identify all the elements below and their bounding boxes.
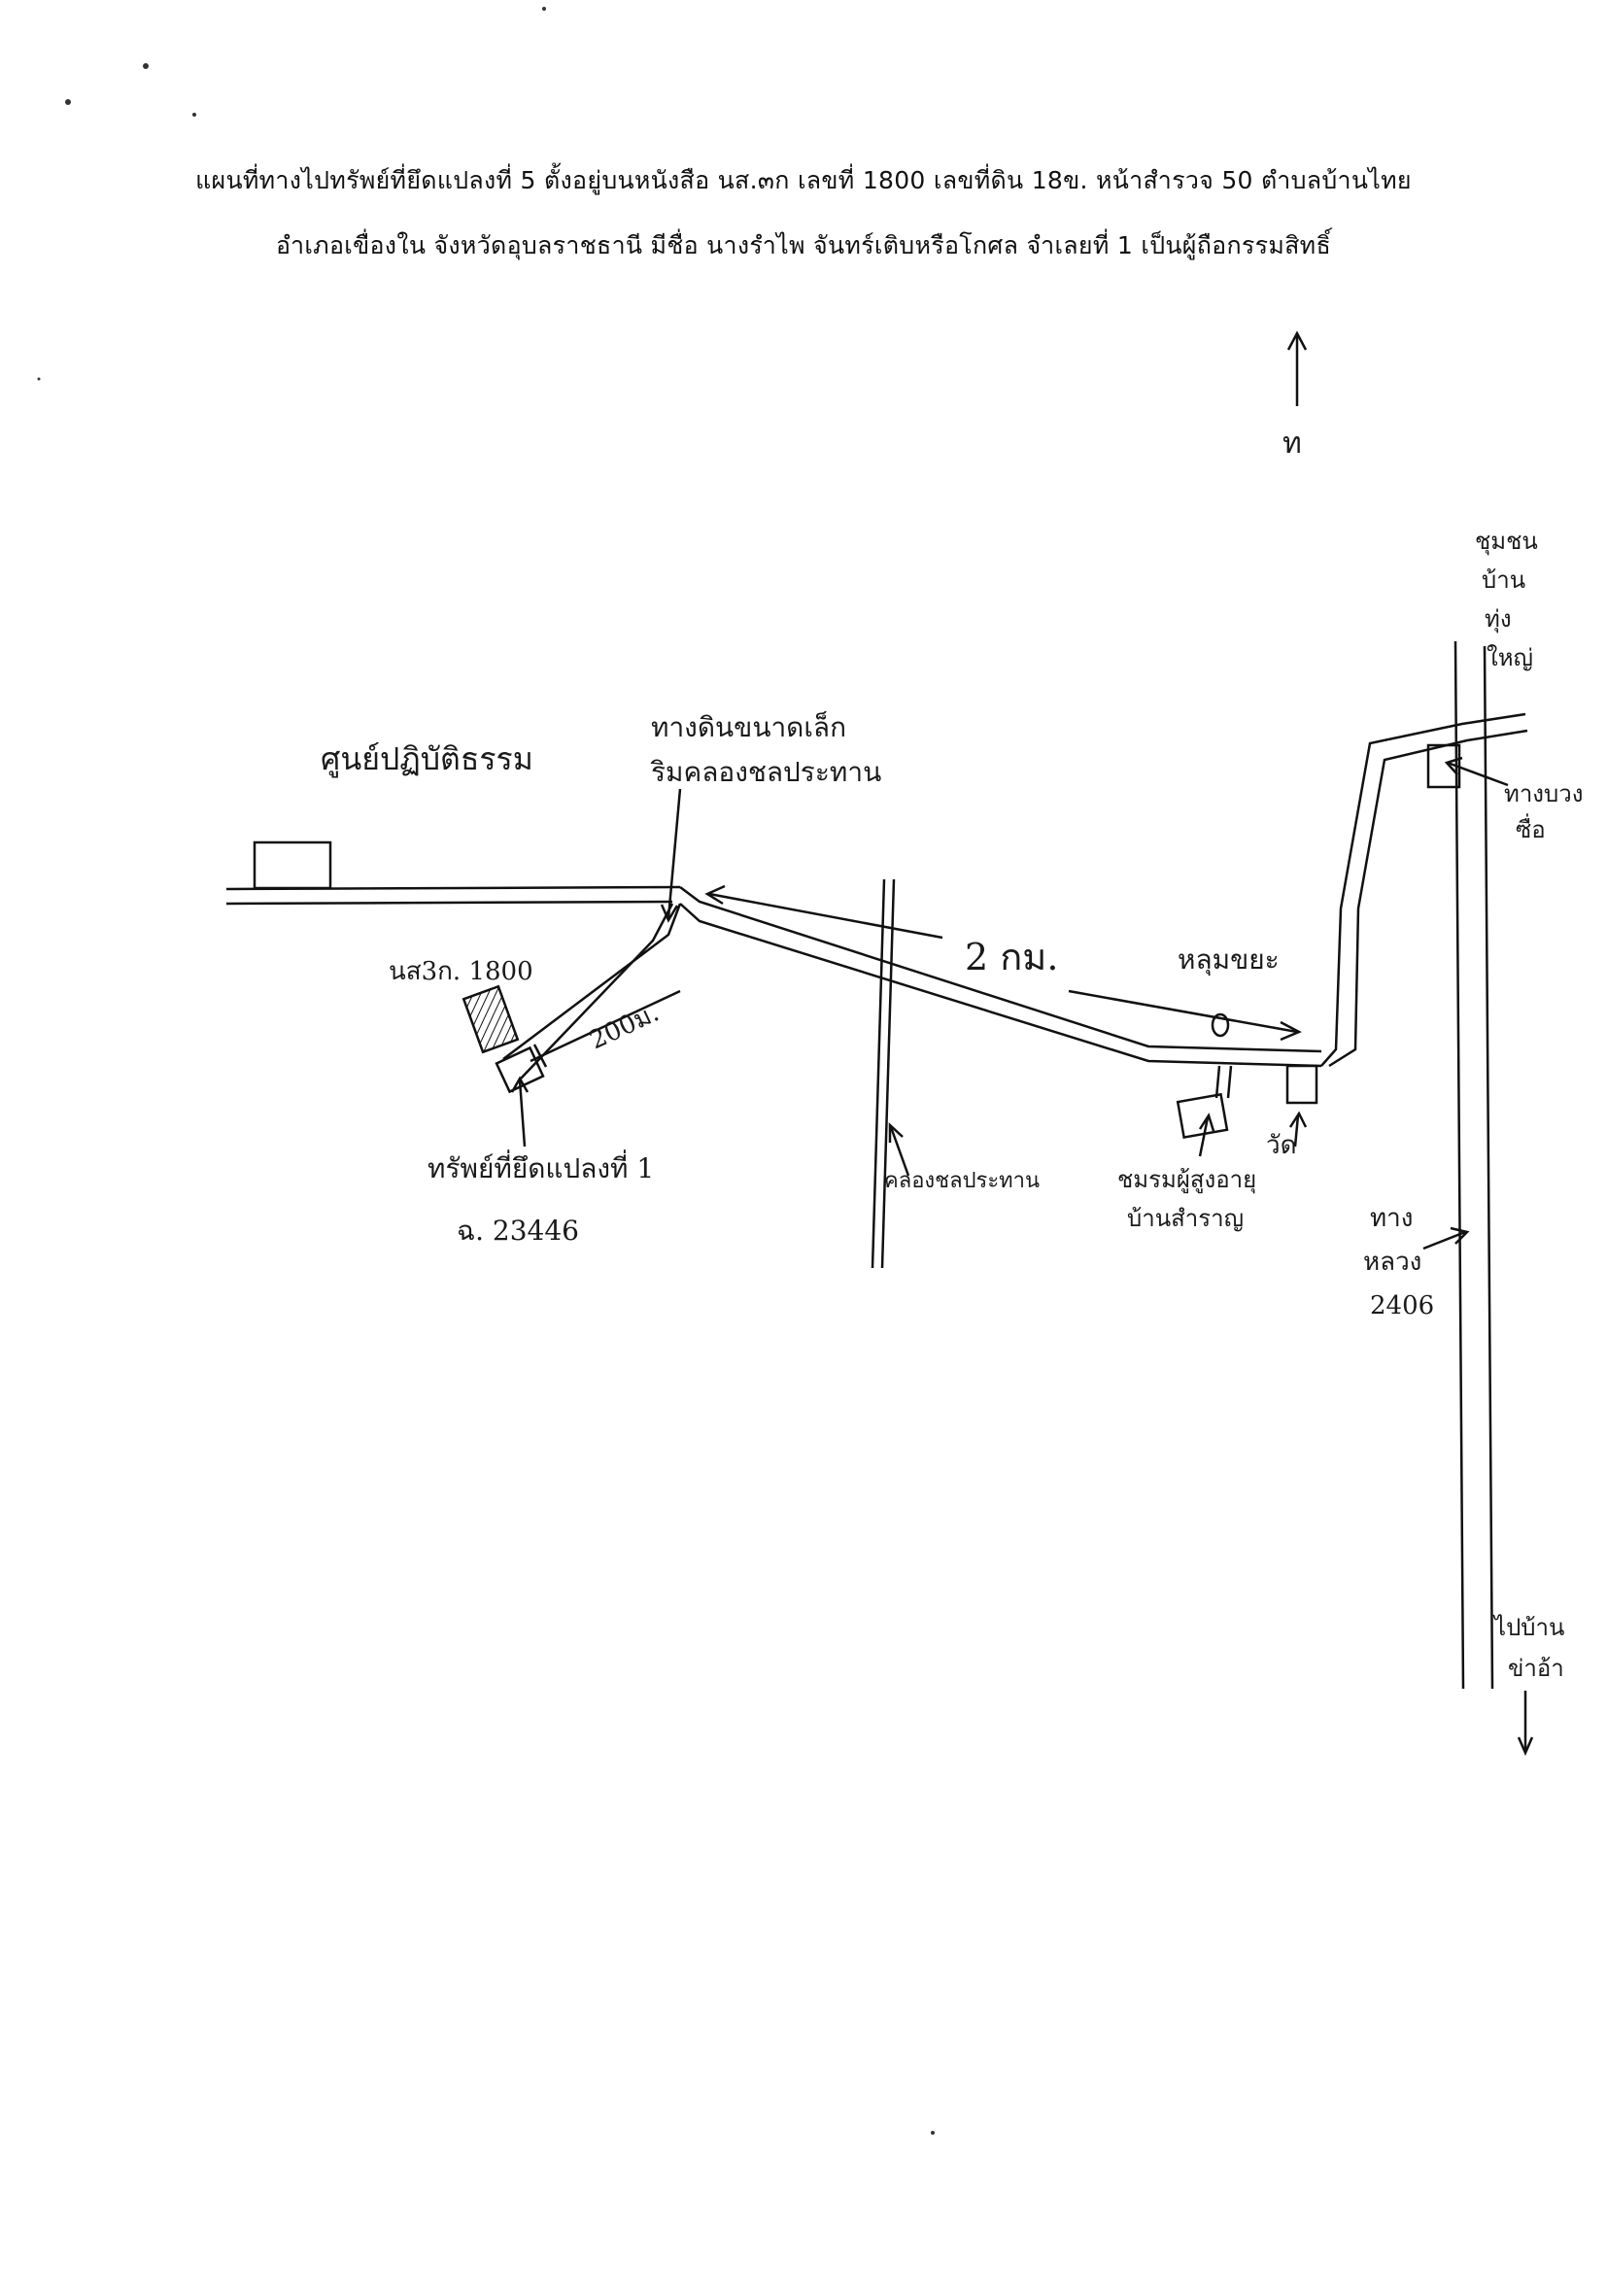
community-label-line2: บ้าน <box>1482 566 1525 594</box>
dimension-2km <box>704 884 1302 1042</box>
dirt-road-label: ทางดินขนาดเล็ก <box>651 710 846 743</box>
practice-center-label: ศูนย์ปฏิบัติธรรม <box>321 740 533 778</box>
shop-label-line2: ซื่อ <box>1516 813 1546 843</box>
club-access-road <box>1214 1065 1233 1099</box>
community-label-line4: ใหญ่ <box>1487 644 1533 671</box>
temple-pointer <box>1288 1111 1308 1148</box>
highway-label-line1: ทาง <box>1370 1204 1413 1233</box>
temple-building <box>1285 1064 1318 1105</box>
seized-property-pointer <box>510 1076 530 1148</box>
highway-pointer <box>1422 1226 1470 1251</box>
shop-label-line1: ทางบวง <box>1504 780 1583 807</box>
distance-200m-label: 200ม. <box>585 998 664 1055</box>
to-village-label-line2: ข่าอ้า <box>1508 1655 1564 1682</box>
garbage-pit-marker <box>1211 1012 1230 1038</box>
distance-2km-label: 2 กม. <box>965 936 1058 978</box>
irrigation-canal <box>871 878 896 1269</box>
temple-label: วัด <box>1266 1131 1296 1160</box>
club-label-line2: บ้านสำราญ <box>1127 1205 1244 1232</box>
highway-label-line3: 2406 <box>1370 1291 1434 1320</box>
dimension-200m <box>530 989 681 1068</box>
community-label-line3: ทุ่ง <box>1485 605 1512 634</box>
practice-center-building <box>253 840 332 890</box>
spur-road <box>502 903 682 1079</box>
community-label-line1: ชุมชน <box>1475 528 1538 556</box>
map-title-line-2: อำเภอเขื่องใน จังหวัดอุบลราชธานี มีชื่อ … <box>275 231 1332 259</box>
connector-road-north <box>1320 712 1528 1068</box>
north-label: ท <box>1282 427 1302 461</box>
club-label-line1: ชมรมผู้สูงอายุ <box>1117 1166 1256 1194</box>
dirt-road-2km <box>679 886 1322 1068</box>
deed-number-label: นส3ก. 1800 <box>389 957 533 986</box>
club-pointer <box>1198 1113 1215 1157</box>
highway-label-line2: หลวง <box>1363 1248 1421 1277</box>
seized-plot <box>495 1045 545 1094</box>
garbage-pit-label: หลุมขยะ <box>1178 943 1280 977</box>
to-village-label-line1: ไปบ้าน <box>1492 1614 1564 1641</box>
scan-specks <box>37 7 935 2135</box>
club-building <box>1176 1092 1229 1139</box>
highway-2406 <box>1453 640 1494 1690</box>
deed-plot-hatched <box>462 984 520 1054</box>
main-road-west <box>225 885 681 906</box>
seized-property-label: ทรัพย์ที่ยึดแปลงที่ 1 <box>427 1149 654 1184</box>
map-title-line-1: แผนที่ทางไปทรัพย์ที่ยึดแปลงที่ 5 ตั้งอยู… <box>195 166 1412 194</box>
canal-pointer <box>888 1122 910 1177</box>
to-village-arrow <box>1517 1691 1534 1757</box>
dirt-road-pointer <box>660 788 682 923</box>
canal-side-label: ริมคลองชลประทาน <box>650 756 881 788</box>
north-arrow <box>1286 330 1308 406</box>
seized-deed-label: ฉ. 23446 <box>457 1215 579 1247</box>
irrigation-canal-label: คลองชลประทาน <box>884 1169 1040 1193</box>
